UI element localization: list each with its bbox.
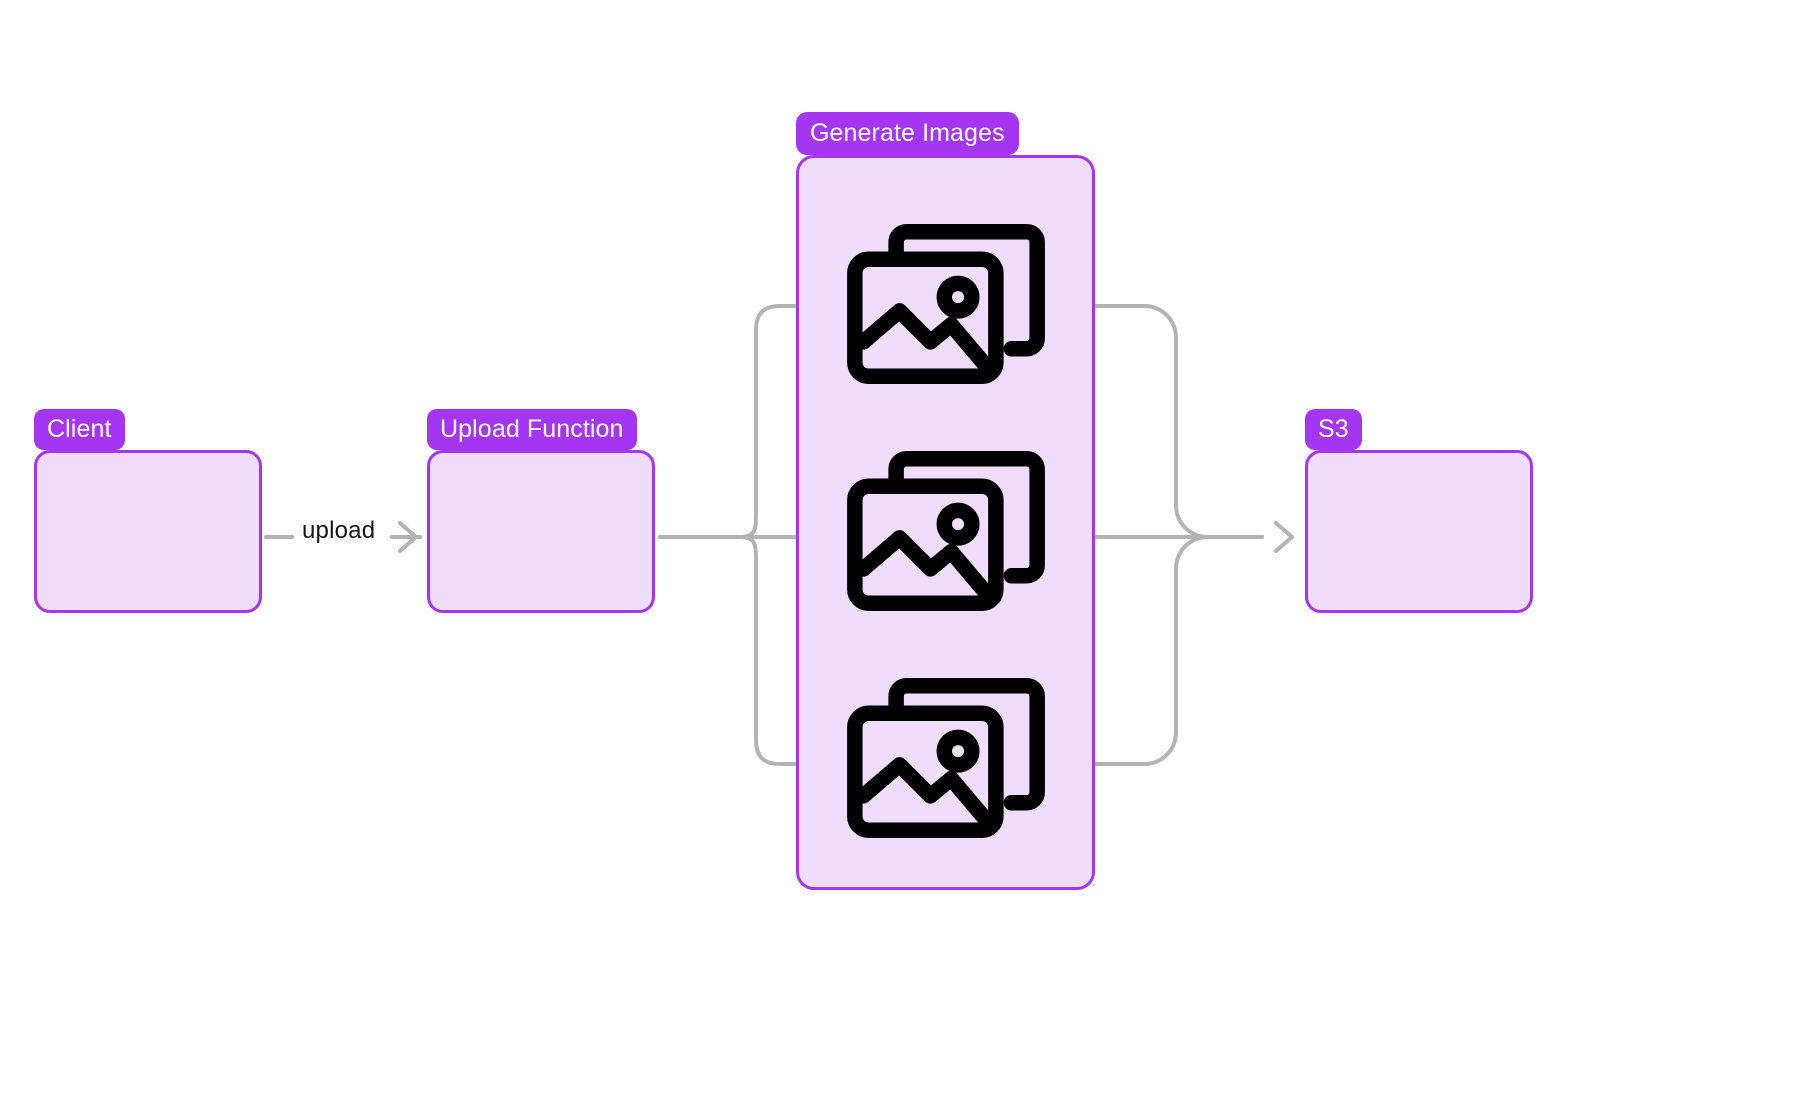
node-upload-function-box[interactable] (427, 450, 655, 613)
node-upload-function[interactable]: Upload Function (427, 409, 655, 613)
arrowhead-upload-function (398, 521, 418, 553)
node-client-box[interactable] (34, 450, 262, 613)
group-generate-images-label: Generate Images (796, 112, 1019, 155)
images-icon (847, 224, 1045, 384)
node-client[interactable]: Client (34, 409, 262, 613)
node-client-label: Client (34, 409, 125, 450)
group-generate-images[interactable]: Generate Images (796, 112, 1095, 890)
node-s3-label: S3 (1305, 409, 1362, 450)
images-icon (847, 451, 1045, 611)
node-s3-box[interactable] (1305, 450, 1533, 613)
node-s3[interactable]: S3 (1305, 409, 1533, 613)
arrowhead-s3 (1274, 521, 1294, 553)
images-icon-2[interactable] (841, 445, 1051, 617)
node-upload-function-label: Upload Function (427, 409, 637, 450)
images-icon-3[interactable] (841, 672, 1051, 844)
images-icon (847, 678, 1045, 838)
images-icon-1[interactable] (841, 218, 1051, 390)
edge-label-upload: upload (302, 517, 376, 544)
